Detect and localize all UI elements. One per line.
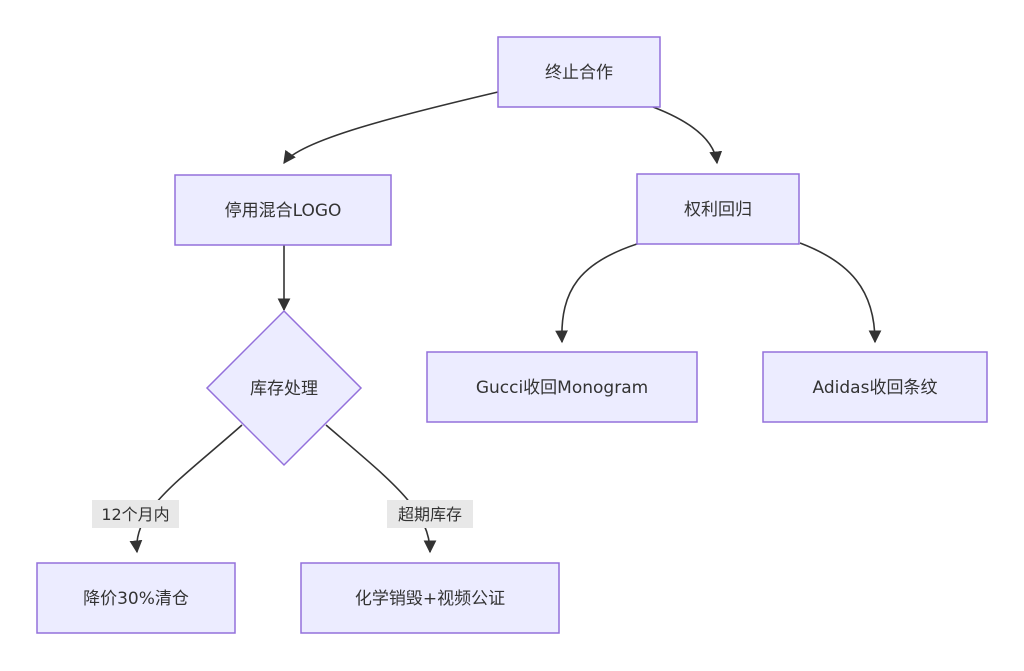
node-discount: 降价30%清仓 — [36, 562, 236, 634]
node-stop-logo-label: 停用混合LOGO — [225, 201, 342, 221]
node-stop-logo: 停用混合LOGO — [174, 174, 392, 246]
node-inventory-label: 库存处理 — [250, 379, 318, 399]
edge-label-overdue-inventory-text: 超期库存 — [398, 505, 462, 524]
edge-terminate-to-stop-logo — [283, 91, 499, 165]
node-destroy: 化学销毁+视频公证 — [300, 562, 560, 634]
node-terminate-label: 终止合作 — [545, 63, 613, 83]
edge-terminate-to-rights-return — [652, 106, 723, 165]
edge-label-within-12-months-text: 12个月内 — [101, 505, 169, 524]
node-gucci: Gucci收回Monogram — [426, 351, 698, 423]
node-terminate: 终止合作 — [497, 36, 661, 108]
node-gucci-label: Gucci收回Monogram — [476, 378, 648, 398]
node-rights-return-label: 权利回归 — [684, 200, 752, 220]
edge-inventory-to-discount — [129, 424, 243, 554]
edge-label-overdue-inventory: 超期库存 — [387, 500, 473, 528]
node-adidas-label: Adidas收回条纹 — [813, 378, 938, 398]
edge-inventory-to-destroy — [325, 424, 437, 554]
node-adidas: Adidas收回条纹 — [762, 351, 988, 423]
edge-rights-return-to-adidas — [799, 242, 882, 344]
edge-label-within-12-months: 12个月内 — [92, 500, 179, 528]
node-rights-return: 权利回归 — [636, 173, 800, 245]
node-inventory: 库存处理 — [205, 309, 363, 467]
node-destroy-label: 化学销毁+视频公证 — [355, 589, 505, 609]
edge-rights-return-to-gucci — [555, 242, 641, 344]
node-discount-label: 降价30%清仓 — [83, 589, 189, 609]
